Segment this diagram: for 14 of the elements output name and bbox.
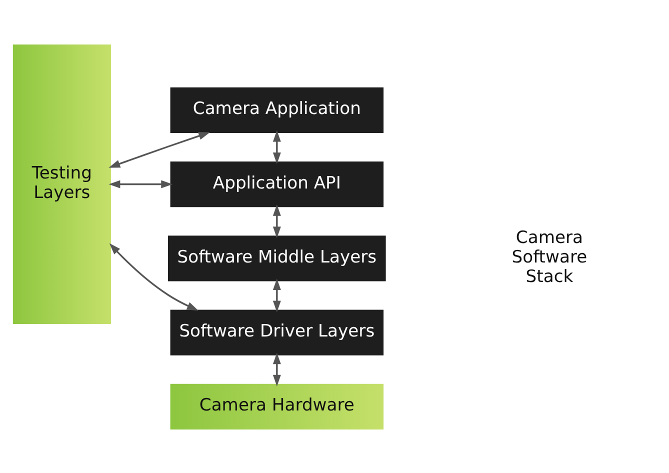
node-box: Software Middle Layers bbox=[168, 235, 386, 281]
node-box: Camera Hardware bbox=[170, 383, 384, 429]
label: Camera Software Stack bbox=[512, 227, 588, 286]
arrow bbox=[272, 352, 281, 386]
node-box: Application API bbox=[170, 160, 384, 207]
arrow bbox=[272, 204, 281, 238]
arrow bbox=[108, 180, 173, 188]
arrow bbox=[272, 278, 281, 312]
arrow bbox=[109, 242, 198, 310]
arrow bbox=[108, 132, 210, 168]
node-box: Testing Layers bbox=[12, 44, 111, 324]
node-box: Software Driver Layers bbox=[170, 309, 384, 355]
arrow bbox=[272, 130, 281, 164]
node-box: Camera Application bbox=[170, 86, 384, 132]
